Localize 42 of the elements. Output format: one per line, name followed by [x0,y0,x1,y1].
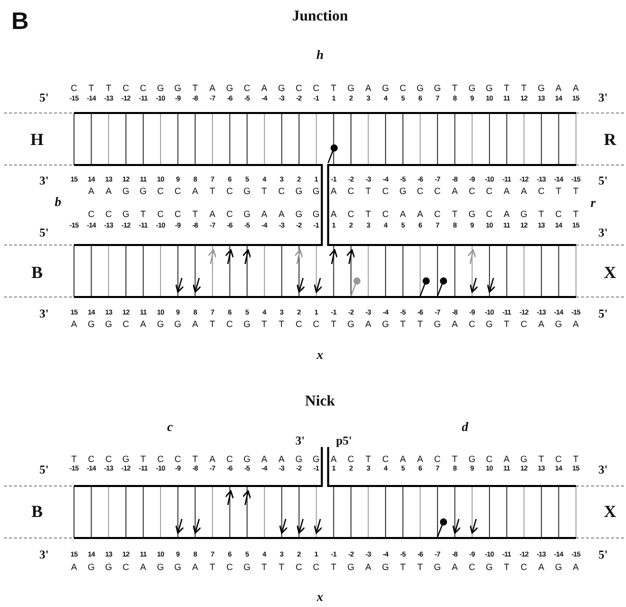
base-sequence: C C G T C C T A C G A A G G [87,209,321,219]
end-label: 5' [39,226,49,240]
strand-label: h [316,47,324,63]
strand-label: r [590,195,596,211]
duplex-arm-label: B [31,502,43,522]
strand-label: d [462,419,468,435]
end-label: 3' [39,306,49,322]
end-label: 5' [39,462,49,478]
end-label: 5' [598,548,608,562]
base-sequence: A G G C A G G A T C G T T C C [70,562,320,572]
strand-label: x [316,589,324,605]
end-label: 3' [598,90,608,106]
heading: Nick [305,394,335,410]
duplex-arm-label: X [604,502,616,522]
base-sequence: A G G C A G G A T C G T T C C [70,319,320,329]
duplex-arm-label: R [604,130,616,150]
end-label: 5' [598,306,608,322]
strand-label: b [54,194,62,210]
panel-label: B [11,8,29,36]
end-label: 3' [39,548,49,562]
end-label: 5' [598,174,608,188]
end-label: 3' [598,462,608,478]
end-label: 3' [295,434,305,448]
end-label: p5' [336,434,352,448]
base-sequence: T G A G T T G A C G T C A G A [330,319,580,329]
base-sequence: A C T C A A C T G C A G T C T [330,209,580,219]
base-sequence: C T T C C G G T A G C A G C C [70,83,320,93]
end-label: 3' [598,226,608,240]
base-sequence: A A G G C C A T C G T C G G [87,186,321,196]
duplex-arm-label: X [604,263,616,283]
base-sequence: T C C G T C C T A C G A A G G [70,454,321,464]
heading: Junction [292,8,348,26]
strand-label: c [167,419,173,435]
base-sequence: A C T C G C C A C C A A C T T [330,186,580,196]
base-sequence: A C T C A A C T G C A G T C T [330,454,580,464]
end-label: 3' [39,174,49,188]
duplex-arm-label: B [31,263,43,283]
strand-label: x [316,347,324,363]
duplex-arm-label: H [30,130,44,150]
end-label: 5' [39,90,49,106]
base-sequence: T G A G C G G T G G T T G A A [330,83,580,93]
base-sequence: T G A G T T G A C G T C A G A [330,562,580,572]
